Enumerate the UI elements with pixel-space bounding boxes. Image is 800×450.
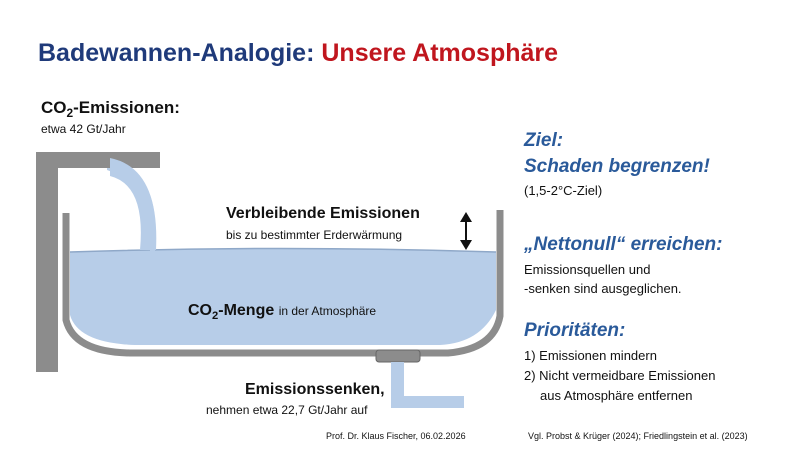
sinks-label: Emissionssenken, [245, 381, 385, 398]
water-body [70, 248, 496, 345]
remaining-emissions-sublabel: bis zu bestimmter Erderwärmung [226, 228, 403, 242]
inflow-stream-fill [110, 158, 157, 250]
priorities-heading: Prioritäten: [524, 320, 626, 341]
co2-amount-suffix: in der Atmosphäre [278, 304, 377, 318]
drain-plug [375, 349, 421, 363]
drain-pipe [391, 362, 464, 408]
nettonull-line2: -senken sind ausgeglichen. [524, 281, 682, 296]
title-part2: Unsere Atmosphäre [321, 39, 559, 67]
remaining-emissions-label: Verbleibende Emissionen [226, 205, 420, 222]
water-surface [69, 247, 497, 253]
goal-heading-2: Schaden begrenzen! [524, 156, 710, 177]
bathtub-outline [62, 210, 504, 357]
author-credit: Prof. Dr. Klaus Fischer, 06.02.2026 [326, 431, 466, 441]
nettonull-heading: „Nettonull“ erreichen: [524, 234, 723, 255]
co2-amount-label: CO2-Menge in der Atmosphäre [188, 302, 377, 322]
emissions-label: CO2-Emissionen: [41, 98, 180, 121]
goal-heading-1: Ziel: [524, 130, 564, 151]
priorities-item2b: aus Atmosphäre entfernen [540, 388, 693, 403]
priorities-item1: 1) Emissionen mindern [524, 348, 657, 363]
emissions-value: etwa 42 Gt/Jahr [41, 122, 126, 136]
reference-note: Vgl. Probst & Krüger (2024); Friedlingst… [528, 431, 748, 441]
sinks-value: nehmen etwa 22,7 Gt/Jahr auf [206, 403, 368, 417]
faucet [36, 152, 160, 372]
page-title: Badewannen-Analogie: Unsere Atmosphäre [38, 38, 558, 68]
double-arrow-icon [460, 212, 472, 250]
priorities-item2: 2) Nicht vermeidbare Emissionen [524, 368, 716, 383]
nettonull-line1: Emissionsquellen und [524, 262, 651, 277]
goal-note: (1,5-2°C-Ziel) [524, 183, 603, 198]
title-part1: Badewannen-Analogie: [38, 39, 315, 67]
